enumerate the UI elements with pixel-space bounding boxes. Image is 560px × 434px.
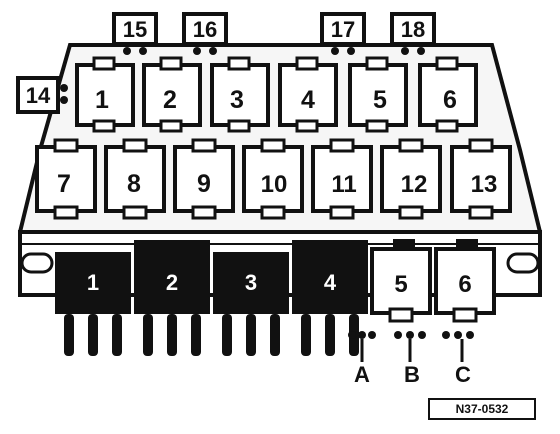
left-mounting-slot (20, 252, 54, 274)
bottom-relay-2: 2 (134, 240, 210, 356)
reference-code-label: N37-0532 (428, 398, 536, 420)
middle-relay-8-label: 8 (127, 170, 141, 198)
top-relay-5: 5 (348, 56, 408, 133)
middle-relay-10: 10 (242, 138, 304, 220)
terminal-contacts (348, 331, 474, 339)
middle-relay-12-label: 12 (401, 171, 428, 198)
middle-relay-7: 7 (35, 138, 97, 220)
terminal-label-c: C (455, 362, 471, 387)
bottom-relay-4: 4 (292, 240, 368, 356)
top-relay-3: 3 (210, 56, 270, 133)
callout-17-label: 17 (331, 17, 355, 42)
middle-relay-13-label: 13 (471, 171, 498, 198)
middle-relay-9: 9 (173, 138, 235, 220)
middle-relay-8: 8 (104, 138, 166, 220)
callout-15: 15 (112, 12, 158, 55)
bottom-relay-6-label: 6 (458, 271, 471, 298)
top-relay-1-label: 1 (95, 86, 109, 114)
top-relay-2: 2 (142, 56, 202, 133)
bottom-relay-6: 6 (434, 239, 496, 323)
terminal-label-b: B (404, 362, 420, 387)
top-relay-3-label: 3 (230, 86, 244, 114)
callout-14: 14 (16, 76, 68, 114)
middle-relay-11-label: 11 (331, 171, 356, 198)
bottom-relay-3: 3 (213, 252, 289, 356)
bottom-relay-3-label: 3 (245, 270, 257, 295)
bottom-relay-5-label: 5 (394, 271, 407, 298)
terminal-label-a: A (354, 362, 370, 387)
top-relay-1: 1 (75, 56, 135, 133)
middle-relay-13: 13 (450, 138, 512, 220)
callout-16: 16 (182, 12, 228, 55)
callout-17: 17 (320, 12, 366, 55)
top-relay-6-label: 6 (443, 86, 457, 114)
callout-18-label: 18 (401, 17, 425, 42)
bottom-relay-1: 1 (55, 252, 131, 356)
right-mounting-slot (506, 252, 540, 274)
bottom-relay-4-label: 4 (324, 270, 337, 295)
top-relay-6: 6 (418, 56, 478, 133)
callout-15-label: 15 (123, 17, 147, 42)
top-relay-5-label: 5 (373, 86, 387, 114)
callout-14-label: 14 (26, 83, 51, 108)
callout-18: 18 (390, 12, 436, 55)
top-relay-4: 4 (278, 56, 338, 133)
bottom-relay-1-label: 1 (87, 270, 99, 295)
middle-relay-10-label: 10 (261, 171, 288, 198)
top-relay-2-label: 2 (163, 86, 177, 114)
middle-relay-7-label: 7 (57, 170, 71, 198)
bottom-relay-5: 5 (370, 239, 432, 323)
top-relay-4-label: 4 (301, 86, 315, 114)
middle-relay-9-label: 9 (197, 170, 211, 198)
callout-16-label: 16 (193, 17, 217, 42)
bottom-relay-2-label: 2 (166, 270, 178, 295)
middle-relay-12: 12 (380, 138, 442, 220)
middle-relay-11: 11 (311, 138, 373, 220)
